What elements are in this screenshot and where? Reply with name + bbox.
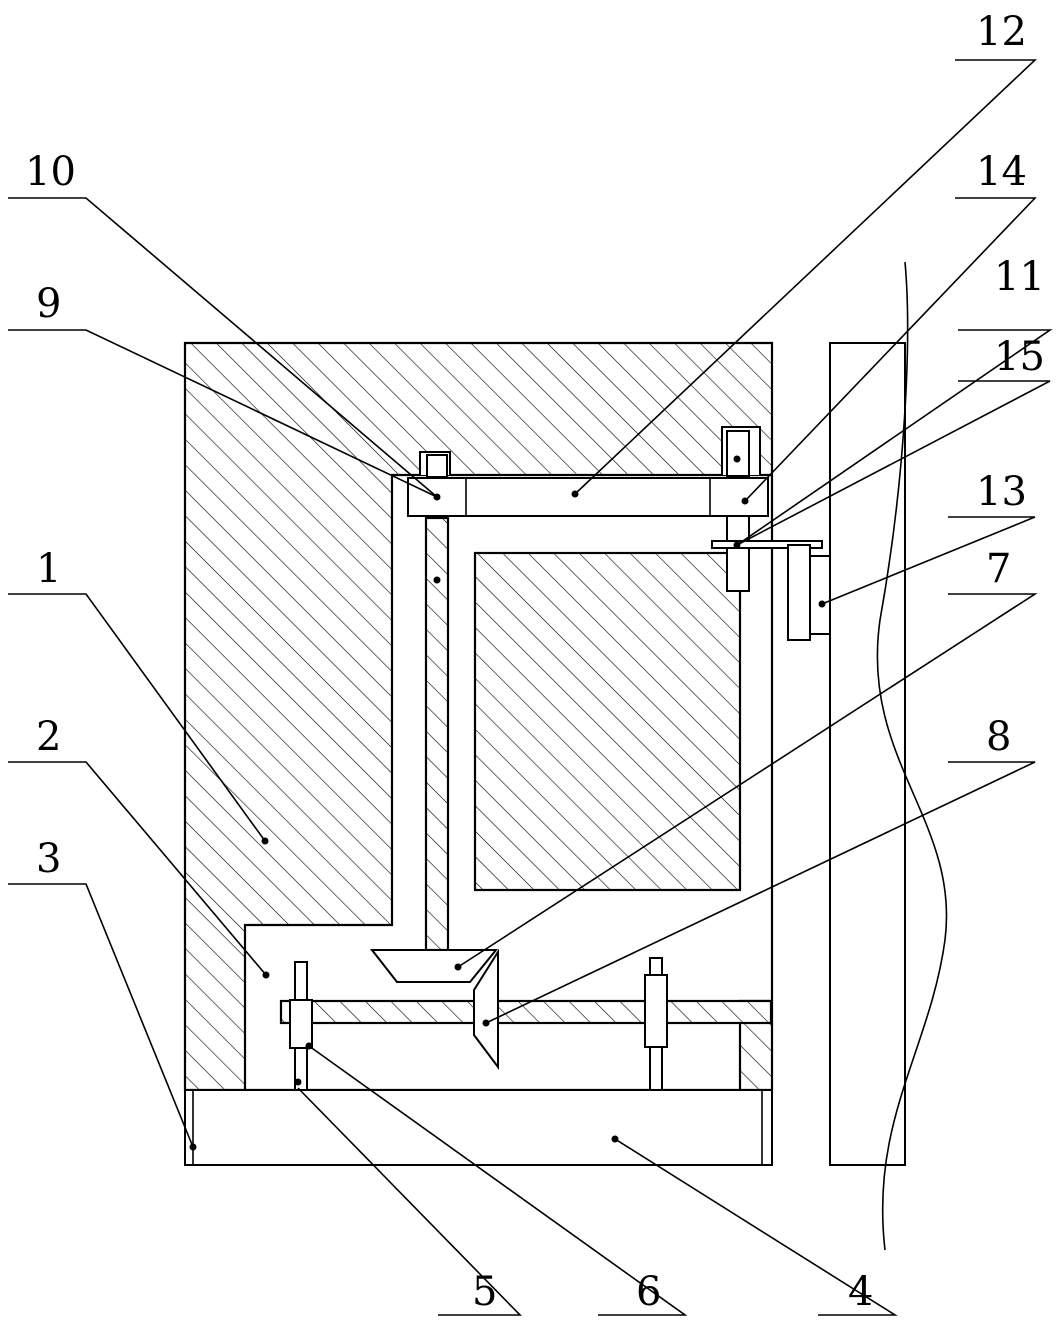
callout-15: 15 — [994, 334, 1045, 380]
callout-6: 6 — [636, 1269, 661, 1315]
callout-5: 5 — [472, 1269, 497, 1315]
disc-right-hub — [645, 975, 667, 1047]
callout-4: 4 — [848, 1269, 873, 1315]
callout-3: 3 — [36, 836, 61, 882]
callout-12: 12 — [976, 9, 1027, 55]
callout-14: 14 — [976, 149, 1027, 195]
callout-8: 8 — [986, 714, 1011, 760]
callout-1: 1 — [36, 546, 61, 592]
motor-flange — [788, 545, 810, 640]
disc-left-hub — [290, 1000, 312, 1048]
callout-10: 10 — [25, 149, 76, 195]
callout-9: 9 — [36, 281, 61, 327]
callout-13: 13 — [976, 469, 1027, 515]
top-post-right — [727, 431, 749, 476]
callout-7: 7 — [986, 546, 1011, 592]
side-wall — [830, 343, 905, 1165]
core-block — [475, 553, 740, 890]
base-plate — [185, 1090, 772, 1165]
callout-2: 2 — [36, 714, 61, 760]
crossbar — [408, 478, 768, 516]
top-post-left — [427, 455, 447, 477]
callout-11: 11 — [994, 254, 1045, 300]
right-shaft — [727, 516, 749, 591]
